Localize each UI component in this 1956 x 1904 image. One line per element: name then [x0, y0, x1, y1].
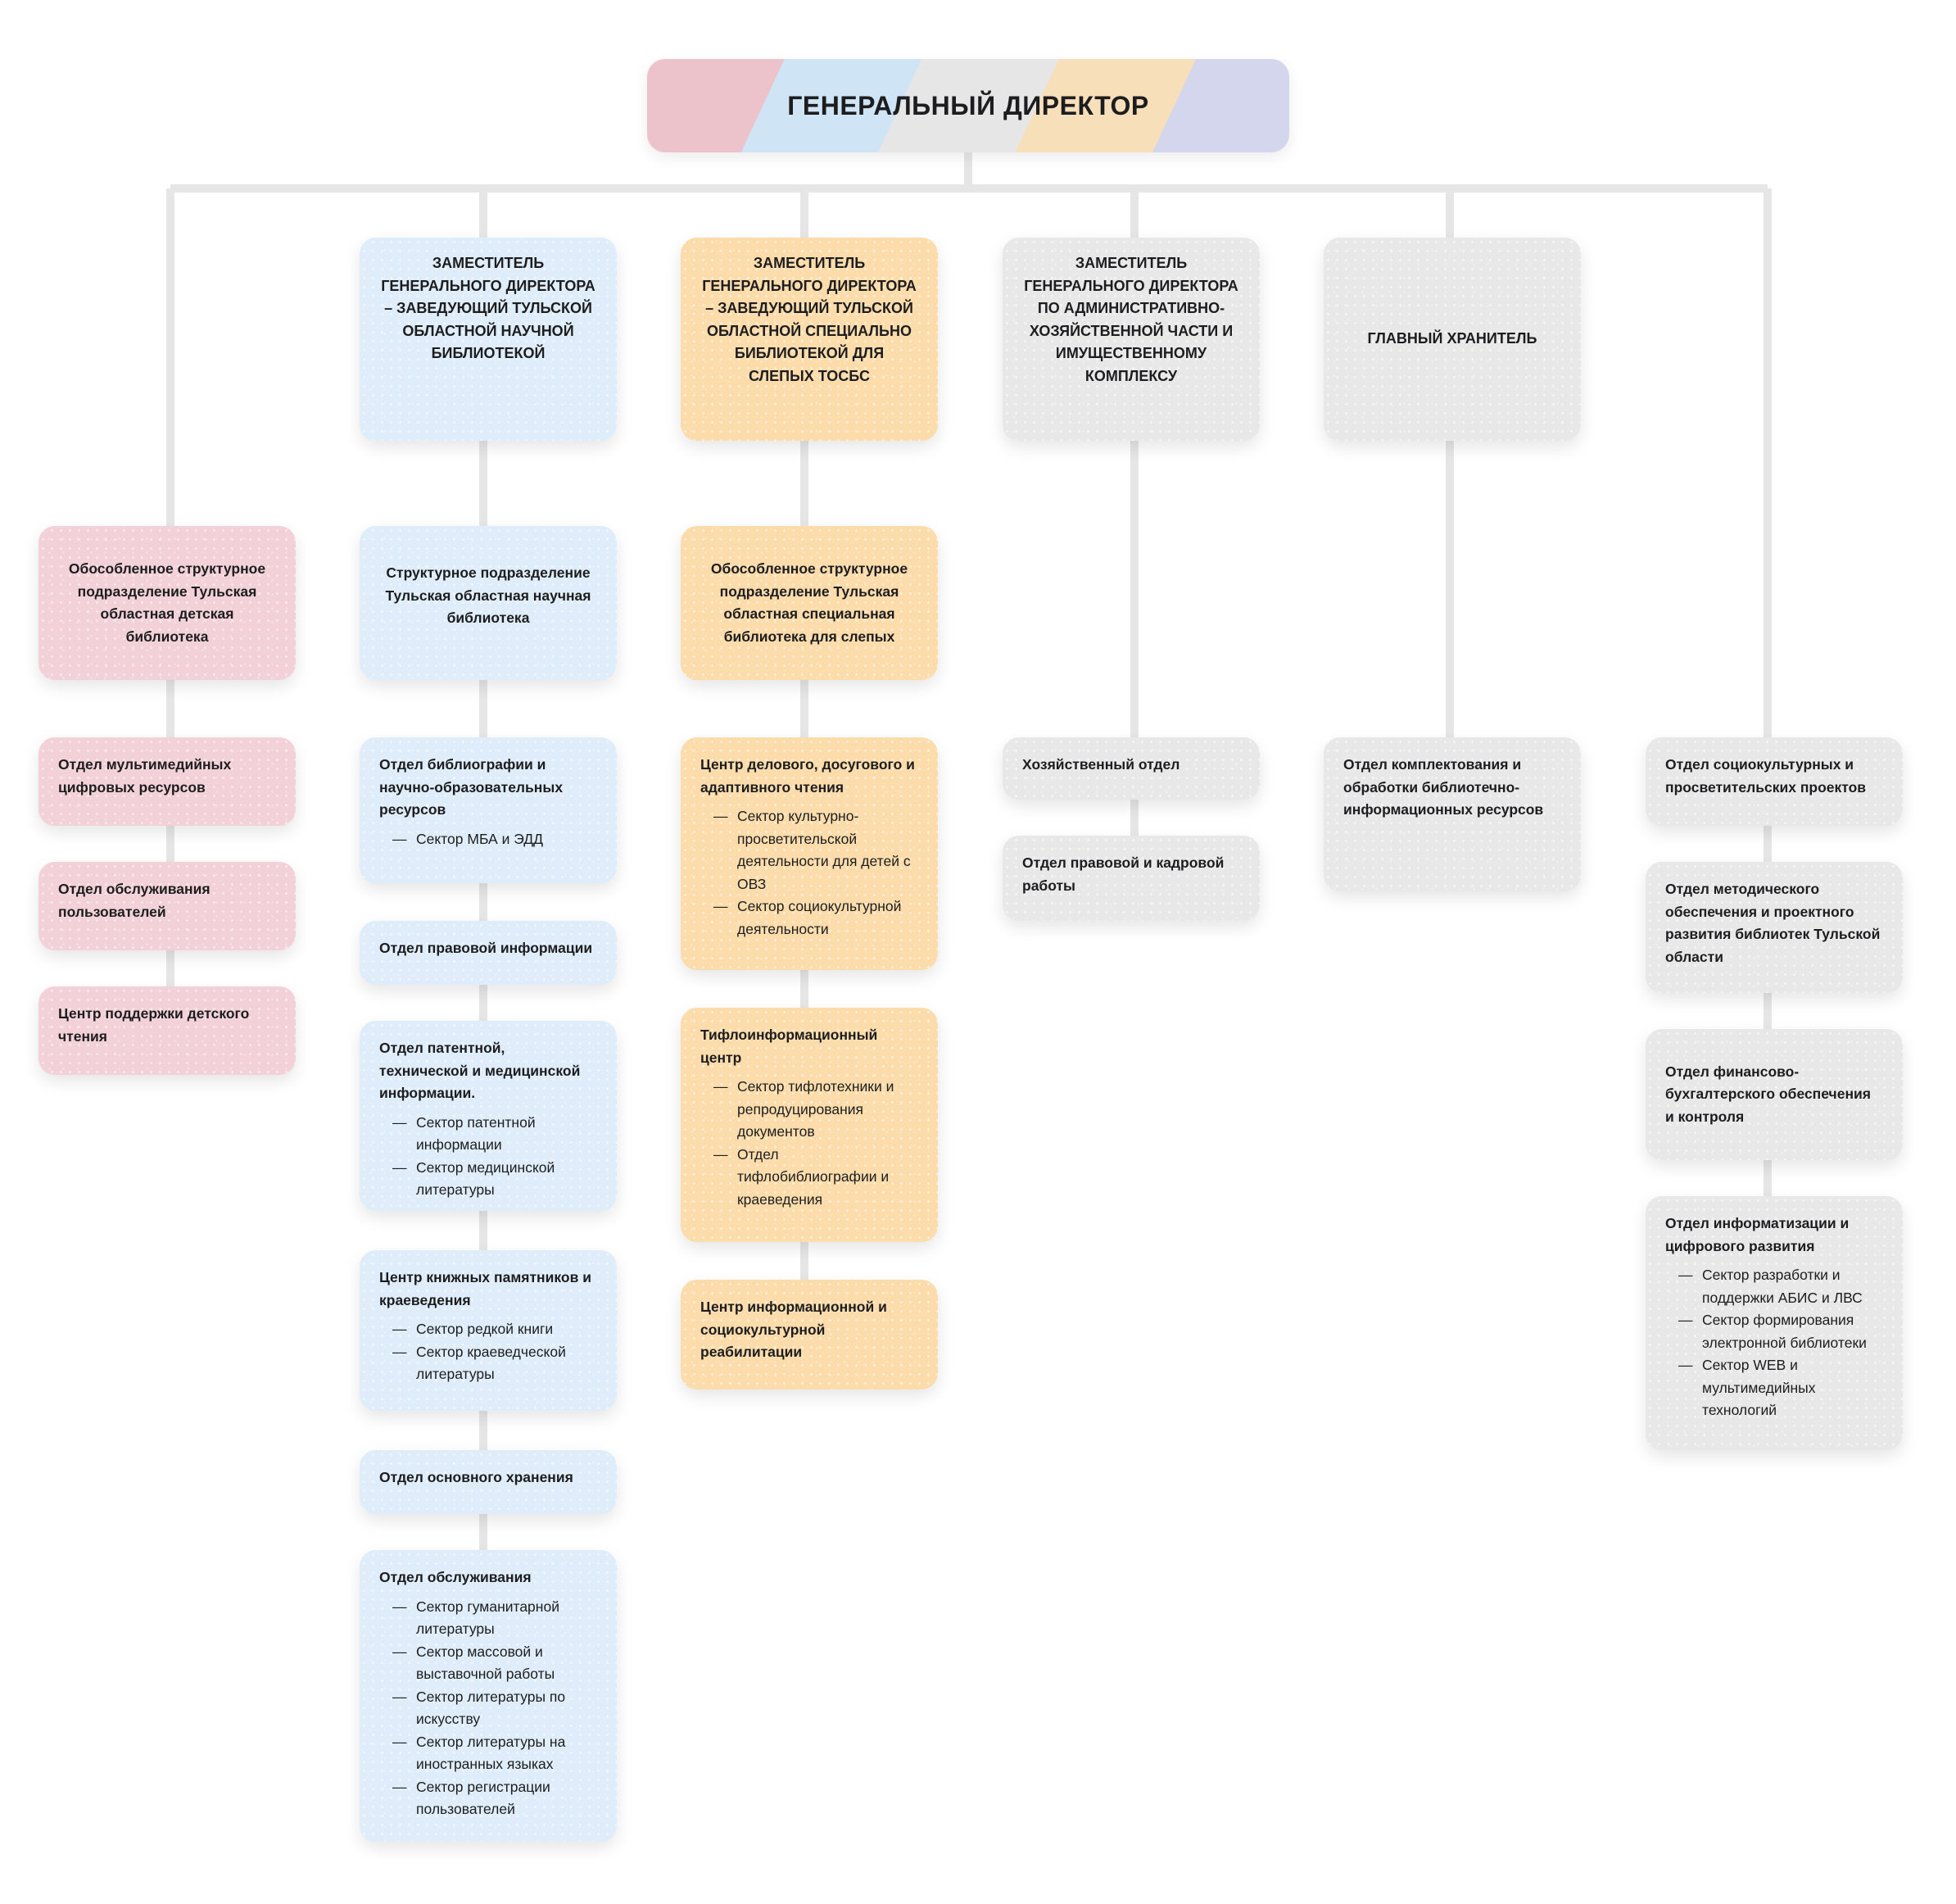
unit-title: Центр поддержки детского чтения — [58, 1005, 250, 1045]
chief-keeper-box: ГЛАВНЫЙ ХРАНИТЕЛЬ — [1324, 238, 1581, 441]
deputy-science-box: ЗАМЕСТИТЕЛЬ ГЕНЕРАЛЬНОГО ДИРЕКТОРА – ЗАВ… — [360, 238, 617, 441]
unit-title: Отдел социокультурных и просветительских… — [1665, 756, 1867, 796]
col3-unit-2: Тифлоинформационный центр Сектор тифлоте… — [681, 1008, 938, 1242]
col1-head-box: Обособленное структурное подразделение Т… — [38, 526, 296, 680]
unit-title: Центр информационной и социокультурной р… — [700, 1299, 887, 1360]
deputy-blind-box: ЗАМЕСТИТЕЛЬ ГЕНЕРАЛЬНОГО ДИРЕКТОРА – ЗАВ… — [681, 238, 938, 441]
col6-unit-4: Отдел информатизации и цифрового развити… — [1646, 1196, 1903, 1450]
deputy-admin-title: ЗАМЕСТИТЕЛЬ ГЕНЕРАЛЬНОГО ДИРЕКТОРА ПО АД… — [1024, 255, 1238, 384]
sector-item: Отдел тифлобиблиографии и краеведения — [700, 1144, 918, 1212]
unit-title: Отдел патентной, технической и медицинск… — [379, 1040, 581, 1101]
unit-title: Отдел правовой информации — [379, 940, 593, 956]
sector-item: Сектор патентной информации — [379, 1112, 597, 1157]
deputy-admin-box: ЗАМЕСТИТЕЛЬ ГЕНЕРАЛЬНОГО ДИРЕКТОРА ПО АД… — [1003, 238, 1260, 441]
sector-item: Сектор литературы по искусству — [379, 1686, 597, 1731]
sector-list: Сектор культурно-просветительской деятел… — [700, 805, 918, 941]
sector-item: Сектор WEB и мультимедийных технологий — [1665, 1354, 1883, 1422]
sector-item: Сектор МБА и ЭДД — [379, 828, 597, 851]
unit-title: Отдел комплектования и обработки библиот… — [1343, 756, 1544, 818]
unit-title: Отдел методического обеспечения и проект… — [1665, 881, 1881, 965]
col2-unit-3: Отдел патентной, технической и медицинск… — [360, 1021, 617, 1211]
sector-list: Сектор редкой книги Сектор краеведческой… — [379, 1318, 597, 1386]
col4-unit-1: Хозяйственный отдел — [1003, 737, 1260, 800]
sector-item: Сектор разработки и поддержки АБИС и ЛВС — [1665, 1264, 1883, 1309]
col2-head-title: Структурное подразделение Тульская облас… — [385, 564, 591, 626]
col1-unit-2: Отдел обслуживания пользователей — [38, 862, 296, 950]
unit-title: Центр книжных памятников и краеведения — [379, 1269, 591, 1308]
col2-unit-6: Отдел обслуживания Сектор гуманитарной л… — [360, 1550, 617, 1842]
col6-unit-1: Отдел социокультурных и просветительских… — [1646, 737, 1903, 826]
sector-list: Сектор разработки и поддержки АБИС и ЛВС… — [1665, 1264, 1883, 1422]
sector-item: Сектор формирования электронной библиоте… — [1665, 1309, 1883, 1354]
col3-head-box: Обособленное структурное подразделение Т… — [681, 526, 938, 680]
unit-title: Отдел информатизации и цифрового развити… — [1665, 1215, 1850, 1254]
sector-item: Сектор социокультурной деятельности — [700, 895, 918, 941]
general-director-box: ГЕНЕРАЛЬНЫЙ ДИРЕКТОР — [647, 59, 1289, 152]
sector-item: Сектор массовой и выставочной работы — [379, 1641, 597, 1686]
deputy-blind-title: ЗАМЕСТИТЕЛЬ ГЕНЕРАЛЬНОГО ДИРЕКТОРА – ЗАВ… — [702, 255, 917, 384]
unit-title: Хозяйственный отдел — [1022, 756, 1180, 773]
sector-item: Сектор тифлотехники и репродуцирования д… — [700, 1076, 918, 1144]
sector-item: Сектор медицинской литературы — [379, 1157, 597, 1202]
general-director-title: ГЕНЕРАЛЬНЫЙ ДИРЕКТОР — [787, 90, 1149, 120]
col1-unit-3: Центр поддержки детского чтения — [38, 986, 296, 1075]
sector-item: Сектор краеведческой литературы — [379, 1341, 597, 1386]
unit-title: Отдел финансово-бухгалтерского обеспечен… — [1665, 1063, 1871, 1125]
col2-unit-1: Отдел библиографии и научно-образователь… — [360, 737, 617, 883]
sector-list: Сектор гуманитарной литературы Сектор ма… — [379, 1596, 597, 1821]
sector-item: Сектор редкой книги — [379, 1318, 597, 1341]
unit-title: Отдел основного хранения — [379, 1469, 573, 1485]
unit-title: Тифлоинформационный центр — [700, 1027, 878, 1066]
col2-unit-4: Центр книжных памятников и краеведения С… — [360, 1250, 617, 1411]
sector-item: Сектор литературы на иностранных языках — [379, 1731, 597, 1776]
col1-head-title: Обособленное структурное подразделение Т… — [68, 560, 266, 645]
col6-unit-2: Отдел методического обеспечения и проект… — [1646, 862, 1903, 993]
col3-unit-1: Центр делового, досугового и адаптивного… — [681, 737, 938, 970]
col2-unit-2: Отдел правовой информации — [360, 921, 617, 985]
unit-title: Отдел библиографии и научно-образователь… — [379, 756, 564, 818]
sector-item: Сектор регистрации пользователей — [379, 1776, 597, 1821]
sector-item: Сектор гуманитарной литературы — [379, 1596, 597, 1641]
unit-title: Центр делового, досугового и адаптивного… — [700, 756, 915, 796]
sector-list: Сектор МБА и ЭДД — [379, 828, 597, 851]
col2-unit-5: Отдел основного хранения — [360, 1450, 617, 1514]
unit-title: Отдел обслуживания пользователей — [58, 881, 211, 920]
col1-unit-1: Отдел мультимедийных цифровых ресурсов — [38, 737, 296, 826]
col5-unit-1: Отдел комплектования и обработки библиот… — [1324, 737, 1581, 891]
sector-item: Сектор культурно-просветительской деятел… — [700, 805, 918, 895]
unit-title: Отдел обслуживания — [379, 1569, 532, 1585]
sector-list: Сектор тифлотехники и репродуцирования д… — [700, 1076, 918, 1211]
unit-title: Отдел правовой и кадровой работы — [1022, 855, 1225, 894]
sector-list: Сектор патентной информации Сектор медиц… — [379, 1112, 597, 1202]
col6-unit-3: Отдел финансово-бухгалтерского обеспечен… — [1646, 1029, 1903, 1160]
chief-keeper-title: ГЛАВНЫЙ ХРАНИТЕЛЬ — [1367, 330, 1537, 347]
col3-head-title: Обособленное структурное подразделение Т… — [710, 560, 908, 645]
col2-head-box: Структурное подразделение Тульская облас… — [360, 526, 617, 680]
col3-unit-3: Центр информационной и социокультурной р… — [681, 1280, 938, 1389]
unit-title: Отдел мультимедийных цифровых ресурсов — [58, 756, 232, 796]
deputy-science-title: ЗАМЕСТИТЕЛЬ ГЕНЕРАЛЬНОГО ДИРЕКТОРА – ЗАВ… — [381, 255, 595, 361]
col4-unit-2: Отдел правовой и кадровой работы — [1003, 836, 1260, 921]
